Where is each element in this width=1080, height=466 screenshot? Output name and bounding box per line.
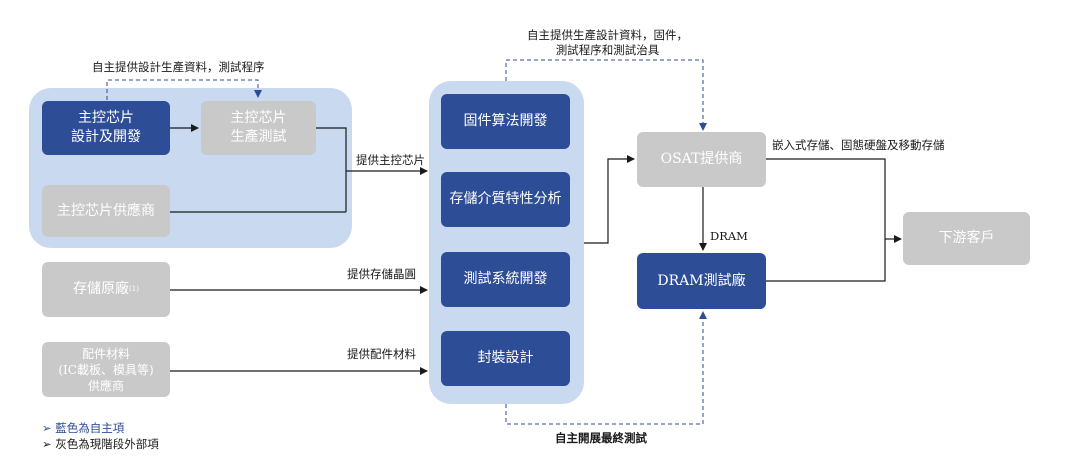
materials-supplier-box: 配件材料 (IC載板、模具等) 供應商: [42, 342, 170, 397]
legend-marker-icon: ➢: [42, 437, 52, 451]
legend-grey-label: 灰色為現階段外部項: [55, 437, 159, 451]
provide-chip-label: 提供主控芯片: [356, 153, 425, 167]
legend-marker-icon: ➢: [42, 421, 52, 435]
chip-design-box: 主控芯片 設計及開發: [42, 101, 170, 155]
memory-fab-box: 存儲原廠(1): [42, 262, 170, 317]
line-test-to-joint: [316, 127, 347, 212]
line-dram-to-downstream: [766, 239, 886, 282]
legend-blue-item: ➢ 藍色為自主項: [42, 420, 124, 436]
chip-supplier-box: 主控芯片供應商: [42, 185, 170, 237]
dram-test-box: DRAM測試廠: [637, 253, 766, 309]
dram-label: DRAM: [710, 229, 748, 243]
test-system-box: 測試系統開發: [441, 252, 570, 307]
dashed-panel-to-osat: [505, 59, 707, 131]
dashed-panel-to-dram: [505, 311, 707, 425]
package-design-box: 封裝設計: [441, 331, 570, 386]
top-provide-label: 自主提供生產設計資料，固件， 測試程序和測試治具: [527, 28, 688, 57]
design-data-test-label: 自主提供設計生產資料，測試程序: [92, 60, 265, 74]
provide-wafer-label: 提供存儲晶圓: [347, 267, 416, 281]
memory-fab-footnote: (1): [129, 285, 139, 293]
provide-materials-label: 提供配件材料: [347, 347, 416, 361]
chip-test-box: 主控芯片 生產測試: [201, 101, 316, 155]
legend-blue-label: 藍色為自主項: [55, 421, 125, 435]
downstream-box: 下游客戶: [903, 212, 1030, 265]
firmware-box: 固件算法開發: [441, 94, 570, 149]
memory-fab-label: 存儲原廠: [73, 281, 130, 297]
line-osat-to-downstream: [766, 158, 886, 239]
legend-grey-item: ➢ 灰色為現階段外部項: [42, 436, 159, 452]
final-test-label: 自主開展最終測試: [555, 431, 647, 445]
dashed-design-to-test: [106, 79, 262, 100]
osat-box: OSAT提供商: [637, 132, 766, 187]
arrow-panel-to-osat: [584, 155, 635, 244]
products-label: 嵌入式存儲、固態硬盤及移動存儲: [772, 138, 945, 152]
media-analysis-box: 存儲介質特性分析: [441, 172, 570, 227]
